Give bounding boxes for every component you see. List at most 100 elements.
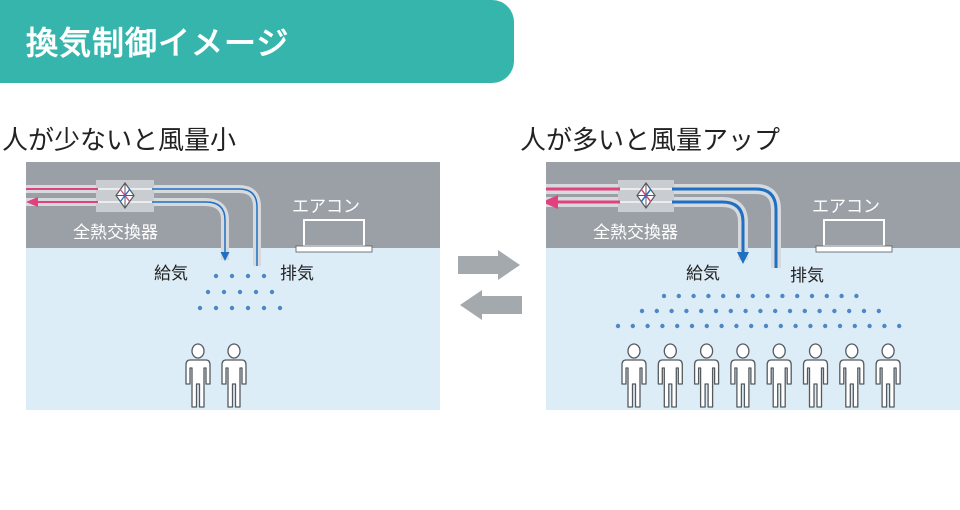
airflow-dot [758,308,763,314]
airflow-dot [867,323,872,329]
airflow-dot [205,289,211,295]
right-panel-heading: 人が多いと風量アップ [520,126,781,156]
airflow-dot [676,293,681,299]
supply-label: 給気 [154,264,188,284]
airflow-dot [778,323,783,329]
airflow-dot [684,308,689,314]
airflow-dot [237,289,243,295]
airflow-dot [229,273,235,279]
airflow-dot [763,323,769,329]
airflow-dot [261,273,267,279]
left-scene: 全熱交換器 エアコン 給気 排気 [26,162,440,410]
airflow-dot [852,323,857,329]
airflow-dot [876,308,881,314]
aircon-label: エアコン [812,197,880,217]
airflow-dot [213,305,219,311]
airflow-dot [793,323,798,329]
heat-exchanger-icon [96,180,154,212]
airflow-dot [675,323,680,329]
airflow-dot [654,308,659,314]
exhaust-label: 排気 [280,264,314,284]
person-silhouette-icon [839,343,865,408]
airflow-dot [832,308,837,314]
airflow-dot [795,293,800,299]
airflow-dot [721,293,726,299]
supply-label: 給気 [686,264,720,284]
person-silhouette-icon [693,343,720,408]
airflow-dot [847,308,852,314]
airflow-dot [808,323,813,329]
airflow-dot [824,293,829,299]
airflow-dot [261,305,267,311]
ceiling-aircon-icon [295,219,373,253]
people-group [621,343,901,408]
airflow-dot [854,293,859,299]
airflow-dot [706,293,711,299]
airflow-dot [713,308,719,314]
people-group [185,343,247,408]
left-panel-heading: 人が少ないと風量小 [2,126,237,156]
airflow-dot [221,289,227,295]
airflow-dot [229,305,235,311]
room [546,248,960,410]
heat-exchanger-label: 全熱交換器 [593,223,678,243]
airflow-dots [615,293,902,329]
airflow-dot [269,289,275,295]
airflow-dot [897,323,902,329]
airflow-dot [817,308,822,314]
airflow-dots [197,273,283,311]
airflow-dot [277,305,283,311]
airflow-dot [765,293,770,299]
airflow-dot [780,293,785,299]
aircon-label: エアコン [292,197,360,217]
airflow-dot [823,323,828,329]
airflow-dot [787,308,793,314]
airflow-dot [743,308,748,314]
airflow-dot [245,273,251,279]
airflow-dot [689,323,695,329]
airflow-dot [837,323,843,329]
airflow-dot [728,308,733,314]
person-silhouette-icon [802,343,829,408]
airflow-dot [839,293,844,299]
airflow-dot [645,323,650,329]
airflow-dot [882,323,887,329]
header-tab: 換気制御イメージ [0,0,514,83]
airflow-dot [750,293,755,299]
person-silhouette-icon [875,343,901,408]
airflow-dot [734,323,739,329]
person-silhouette-icon [621,343,647,408]
airflow-dot [809,293,815,299]
airflow-dot [773,308,778,314]
airflow-dot [639,308,645,314]
person-silhouette-icon [221,343,247,408]
ceiling-aircon-icon [815,219,893,253]
airflow-dot [213,273,219,279]
airflow-dot [245,305,251,311]
person-silhouette-icon [766,343,792,408]
heat-exchanger-label: 全熱交換器 [73,223,158,243]
airflow-dot [669,308,674,314]
airflow-dot [704,323,709,329]
heat-exchanger-icon [618,180,674,212]
page-title: 換気制御イメージ [26,24,290,62]
airflow-dot [253,289,259,295]
airflow-dot [615,323,621,329]
right-scene: 全熱交換器 エアコン 給気 排気 [546,162,960,410]
airflow-dot [749,323,754,329]
airflow-dot [861,308,867,314]
person-silhouette-icon [730,343,756,408]
airflow-dot [735,293,741,299]
airflow-dot [699,308,704,314]
airflow-dot [802,308,807,314]
person-silhouette-icon [657,343,683,408]
person-silhouette-icon [185,343,211,408]
airflow-dot [719,323,724,329]
airflow-dot [630,323,635,329]
airflow-dot [197,305,203,311]
swap-arrows-icon [458,250,522,330]
exhaust-label: 排気 [790,266,824,286]
airflow-dot [661,293,667,299]
airflow-dot [660,323,665,329]
airflow-dot [691,293,696,299]
